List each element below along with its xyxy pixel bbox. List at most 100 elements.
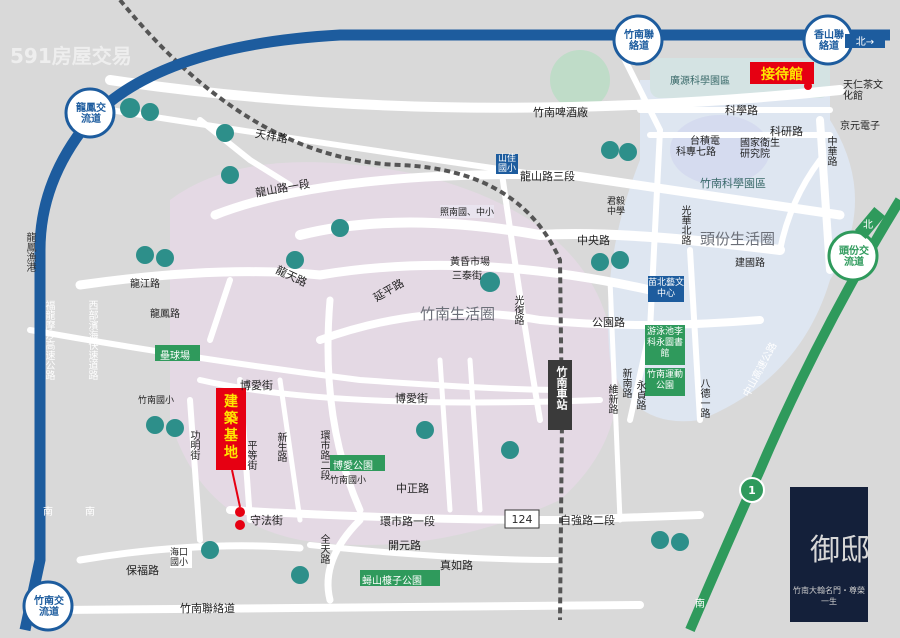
toufen-life-zone-label: 頭份生活圈 (700, 230, 776, 248)
poi-station: 竹南車站 (555, 366, 568, 410)
road-kexue: 科學路 (725, 104, 758, 117)
route-1-label: 1 (748, 484, 756, 497)
poi-tangyuan-park: 蟳山槺子公園 (362, 576, 422, 587)
interchange-longfeng (64, 87, 116, 139)
road-longshan-3: 龍山路三段 (520, 170, 575, 183)
north-top-label: 北→ (856, 36, 874, 48)
poi-sports-park: 竹南運動公園 (646, 370, 683, 391)
road-zhunan-link: 竹南聯絡道 (180, 602, 235, 615)
road-guanghua: 光華北路 (679, 205, 690, 245)
north-arrow-right (854, 207, 886, 239)
road-keqi: 科專七路 (676, 147, 716, 158)
poi-boai-park: 博愛公園 (333, 461, 373, 472)
road-jianguo: 建國路 (735, 258, 765, 269)
road-gongyuan: 公園路 (592, 316, 625, 329)
tangyuan-park-box (360, 570, 440, 586)
poi-taiji: 台積電 (690, 136, 720, 147)
road-boai: 博愛街 (240, 379, 273, 392)
build-site-label-1: 建 (224, 393, 238, 410)
poi-tianren: 天仁茶文化館 (843, 80, 883, 102)
road-zhonghua: 中華路 (825, 136, 836, 166)
reception-label: 接待館 (761, 66, 803, 83)
build-site-marker-2 (235, 520, 245, 530)
build-site-label-3: 基 (224, 427, 239, 444)
south-mid-label: 南 (85, 505, 95, 518)
boai-park-box (330, 455, 385, 471)
poi-santai: 三泰街 (452, 271, 482, 282)
zhunan-top-interchange-label: 竹南聯絡道 (624, 30, 654, 52)
build-site-box (216, 388, 246, 470)
railway (118, 0, 565, 621)
road-shoufa: 守法街 (250, 514, 283, 527)
interchange-zhunan-bottom (22, 580, 74, 632)
build-site-label-4: 地 (224, 444, 238, 461)
science-park-label: 竹南科學園區 (700, 177, 766, 190)
zhunan-bottom-interchange-label: 竹南交流道 (34, 596, 64, 618)
xiangshan-interchange-label: 香山聯絡道 (814, 30, 844, 52)
poi-zhaonan: 照南國、中小 (440, 205, 495, 218)
road-longfeng: 龍鳳路 (150, 309, 180, 320)
brewery-blob (550, 50, 610, 110)
poi-zhunan-elem: 竹南國小 (138, 396, 175, 406)
south-left-label: 南 (43, 505, 53, 518)
longfeng-interchange-label: 龍鳳交流道 (76, 103, 106, 125)
road-gongming: 功明街 (188, 430, 199, 460)
zhunan-life-zone-label: 竹南生活圈 (420, 305, 496, 323)
route-1-shield (739, 477, 765, 503)
watermark: 591房屋交易 (10, 44, 132, 68)
road-ziqiang-2: 自強路二段 (560, 514, 615, 527)
north-right-label: 北 (863, 219, 873, 231)
road-zhongyang: 中央路 (577, 234, 610, 247)
road-guangfu: 光復路 (512, 295, 523, 325)
brand-logo-sub: 竹南大翰名門・尊榮一生 (793, 586, 865, 606)
build-site-marker (235, 507, 245, 517)
build-site-pointer (231, 469, 241, 508)
brand-logo-main: 御邸 (810, 533, 870, 568)
reception-box (750, 62, 814, 84)
ball-field-box (155, 345, 200, 361)
road-weixin: 維新路 (606, 384, 617, 414)
road-bade: 八德一路 (698, 378, 709, 418)
poi-shanjia: 山佳國小 (496, 154, 518, 174)
route-124-label: 124 (512, 513, 533, 526)
road-zhenru: 真如路 (440, 559, 473, 572)
poi-haikou: 海口國小 (170, 548, 192, 568)
road-network (27, 47, 845, 614)
fuhe-highway-label: 福龍摩沙高速公路 (43, 300, 54, 380)
interchange-zhunan-top (612, 14, 664, 66)
poi-pool: 游泳池李科永圖書館 (646, 327, 683, 359)
poi-ball-field: 壘球場 (160, 351, 190, 362)
interchange-toufen (827, 230, 879, 282)
sports-park-box (645, 368, 685, 396)
west-coast-highway-label: 西部濱海快速道路 (86, 300, 97, 380)
route-124-shield (504, 509, 540, 529)
guangyuan-label: 廣源科學園區 (670, 76, 730, 87)
road-keyan: 科研路 (770, 125, 803, 138)
brand-logo-box (790, 487, 868, 622)
poi-brewery: 竹南啤酒廠 (533, 106, 588, 119)
pool-box (645, 325, 685, 365)
poi-jingyuan: 京元電子 (840, 121, 880, 132)
road-yongzhen: 永貞路 (634, 380, 645, 410)
road-xinsheng: 新生路 (275, 432, 286, 462)
poi-miaobei: 苗北藝文中心 (648, 276, 684, 302)
road-zhongzheng: 中正路 (396, 482, 429, 495)
road-pingdeng: 平等街 (245, 440, 256, 470)
poi-guojia: 國家衛生研究院 (740, 138, 780, 160)
south-right-label: 南 (695, 597, 705, 610)
zhunan-station-box (548, 360, 572, 430)
toufen-interchange-label: 頭份交流道 (839, 246, 869, 268)
poi-zhunan-kid: 竹南國小 (330, 476, 367, 486)
road-quantian: 全天路 (318, 534, 329, 564)
north-arrow-top (845, 34, 885, 48)
road-baofu: 保福路 (126, 564, 159, 577)
road-kaiyuan: 開元路 (388, 539, 421, 552)
road-longjiang: 龍江路 (130, 279, 160, 290)
poi-huang-market: 黃昏市場 (450, 257, 490, 268)
tree-cluster (120, 98, 689, 584)
longfeng-port-label: 龍鳳漁港 (24, 232, 35, 272)
build-site-label-2: 築 (223, 410, 239, 427)
road-xinnan: 新南路 (620, 368, 631, 398)
